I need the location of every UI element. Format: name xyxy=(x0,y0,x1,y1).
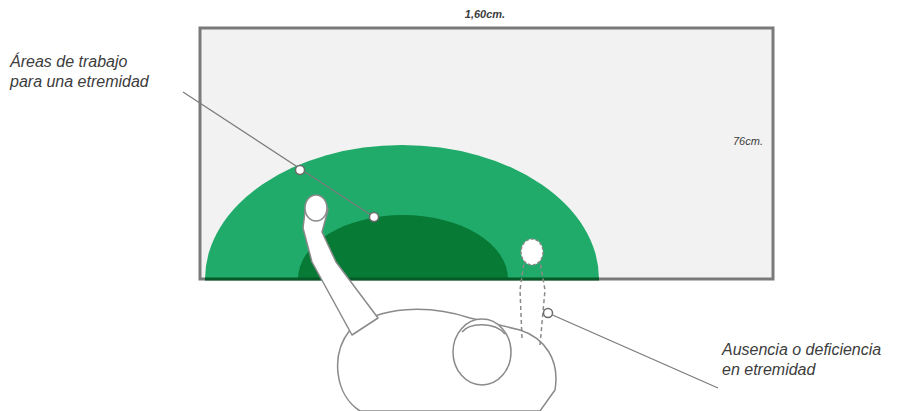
head xyxy=(453,319,511,385)
hair-line xyxy=(462,325,505,334)
leader-line xyxy=(183,92,374,217)
work-area-label: Áreas de trabajo para una etremidad xyxy=(10,52,160,92)
person-figure xyxy=(303,195,556,411)
missing-hand xyxy=(521,239,543,265)
left-arm xyxy=(303,196,378,335)
table-edge xyxy=(205,278,599,281)
limb-absence-label: Ausencia o deficiencia en etremidad xyxy=(722,340,894,380)
missing-arm xyxy=(520,239,545,345)
leader-dot xyxy=(544,309,553,318)
depth-dimension: 76cm. xyxy=(733,135,763,149)
outer-work-area xyxy=(205,145,599,279)
table-top xyxy=(200,28,773,279)
leader-dot xyxy=(296,166,305,175)
width-dimension: 1,60cm. xyxy=(465,8,505,22)
missing-arm-outline xyxy=(520,250,526,338)
missing-arm-outline xyxy=(538,250,545,345)
left-hand xyxy=(305,195,327,221)
leader-line xyxy=(548,313,718,388)
torso xyxy=(338,309,556,411)
leader-dot xyxy=(370,213,379,222)
